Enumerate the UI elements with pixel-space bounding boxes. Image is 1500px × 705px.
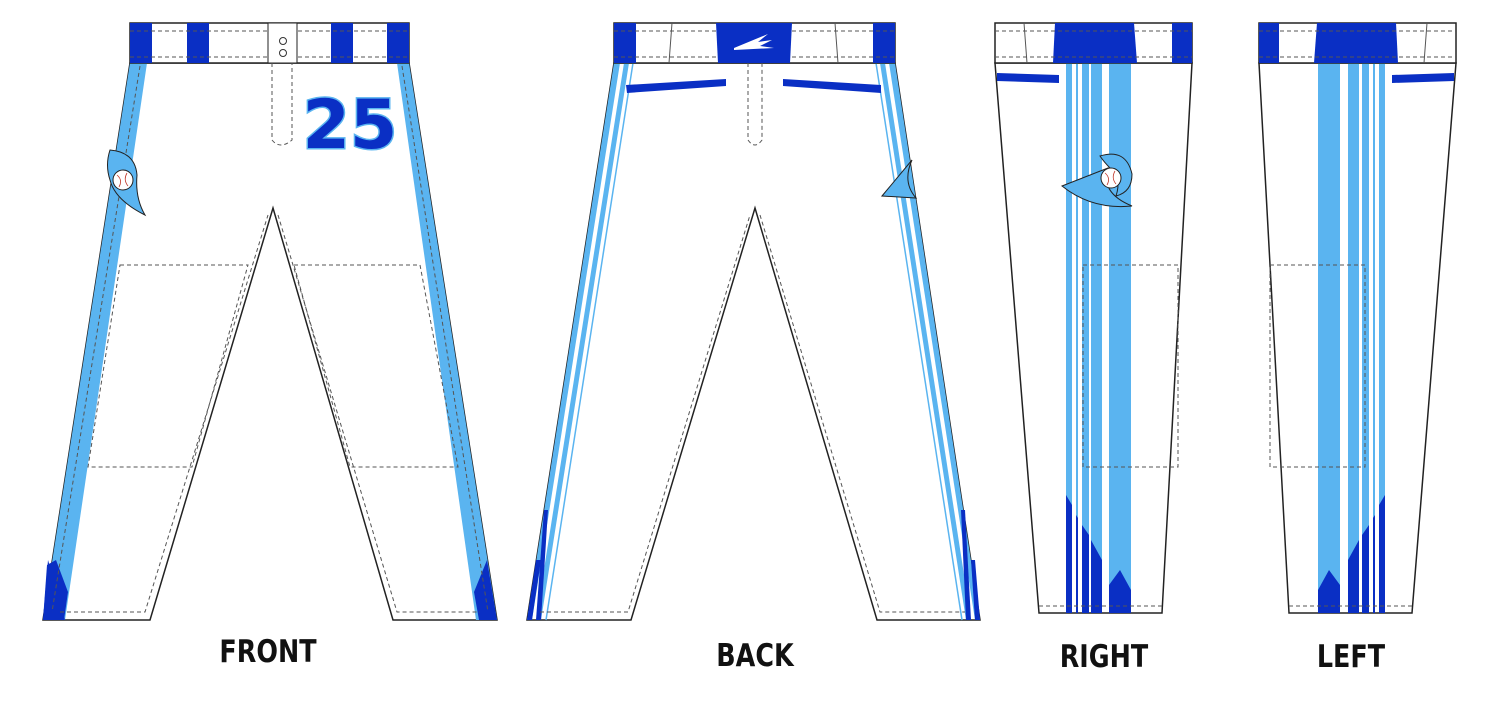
right-stripe-1 (1066, 63, 1072, 613)
front-button-bottom (279, 49, 287, 57)
left-stripe-5 (1379, 63, 1385, 613)
back-right-pocket (783, 79, 881, 93)
back-left-cuff-2 (536, 510, 548, 620)
back-right-stripe-1 (889, 63, 980, 620)
right-stripe-4 (1091, 63, 1102, 613)
right-cuff-3 (1082, 525, 1089, 613)
right-cuff-2 (1076, 515, 1078, 613)
front-left-stripe-cuff2 (43, 560, 68, 620)
right-baseball-swoosh-icon (1061, 153, 1133, 208)
right-waistband-block (1172, 23, 1192, 63)
back-left-pocket (626, 79, 726, 93)
right-label: RIGHT (1059, 639, 1149, 675)
left-cuff-1 (1318, 570, 1340, 613)
right-stripe-5 (1109, 63, 1131, 613)
left-stripe-4 (1373, 63, 1375, 613)
left-cuff-5 (1379, 495, 1385, 613)
left-cuff-2 (1348, 540, 1359, 613)
left-cuff-3 (1362, 525, 1369, 613)
back-right-cuff-1 (971, 560, 980, 620)
right-stripe-2 (1076, 63, 1078, 613)
front-waistband-block-2 (187, 23, 209, 63)
right-stripe-3 (1082, 63, 1089, 613)
back-left-stripe-2 (536, 63, 629, 620)
front-baseball-swoosh-icon (107, 149, 147, 217)
back-label: BACK (716, 638, 794, 674)
right-pocket (997, 73, 1059, 83)
back-pants (526, 22, 981, 621)
right-pants (994, 22, 1193, 614)
back-right-cuff-2 (961, 510, 971, 620)
back-waistband-block-right (873, 23, 895, 63)
back-waistband-block-left (614, 23, 636, 63)
left-pocket (1392, 73, 1454, 83)
left-waistband-panel (1314, 23, 1398, 63)
left-label: LEFT (1316, 639, 1386, 675)
left-stripe-1 (1318, 63, 1340, 613)
front-label: FRONT (219, 634, 317, 670)
front-waistband-block-3 (331, 23, 353, 63)
front-waistband-block-1 (130, 23, 152, 63)
back-left-stripe-3 (545, 62, 634, 621)
right-cuff-1 (1066, 495, 1072, 613)
left-pants (1258, 22, 1457, 614)
right-waistband-panel (1053, 23, 1137, 63)
left-stripe-2 (1348, 63, 1359, 613)
front-waistband-block-4 (387, 23, 409, 63)
back-left-cuff-1 (527, 560, 541, 620)
front-pants-body (42, 62, 498, 621)
front-button-top (279, 37, 287, 45)
back-brand-arrow-icon (734, 34, 774, 50)
back-right-stripe-2 (880, 63, 971, 620)
back-left-stripe-1 (527, 63, 620, 620)
back-right-stripe-3 (875, 62, 963, 621)
left-cuff-4 (1373, 515, 1375, 613)
back-pants-body (526, 62, 981, 621)
back-swoosh-icon (880, 159, 918, 199)
front-right-stripe (397, 63, 497, 620)
front-right-stripe-cuff (474, 560, 497, 620)
right-cuff-4 (1091, 540, 1102, 613)
right-cuff-5 (1109, 570, 1131, 613)
front-left-stripe (43, 63, 147, 620)
front-player-number: 25 (303, 86, 398, 165)
front-pants: 25 (42, 22, 498, 621)
left-waistband-block (1259, 23, 1279, 63)
